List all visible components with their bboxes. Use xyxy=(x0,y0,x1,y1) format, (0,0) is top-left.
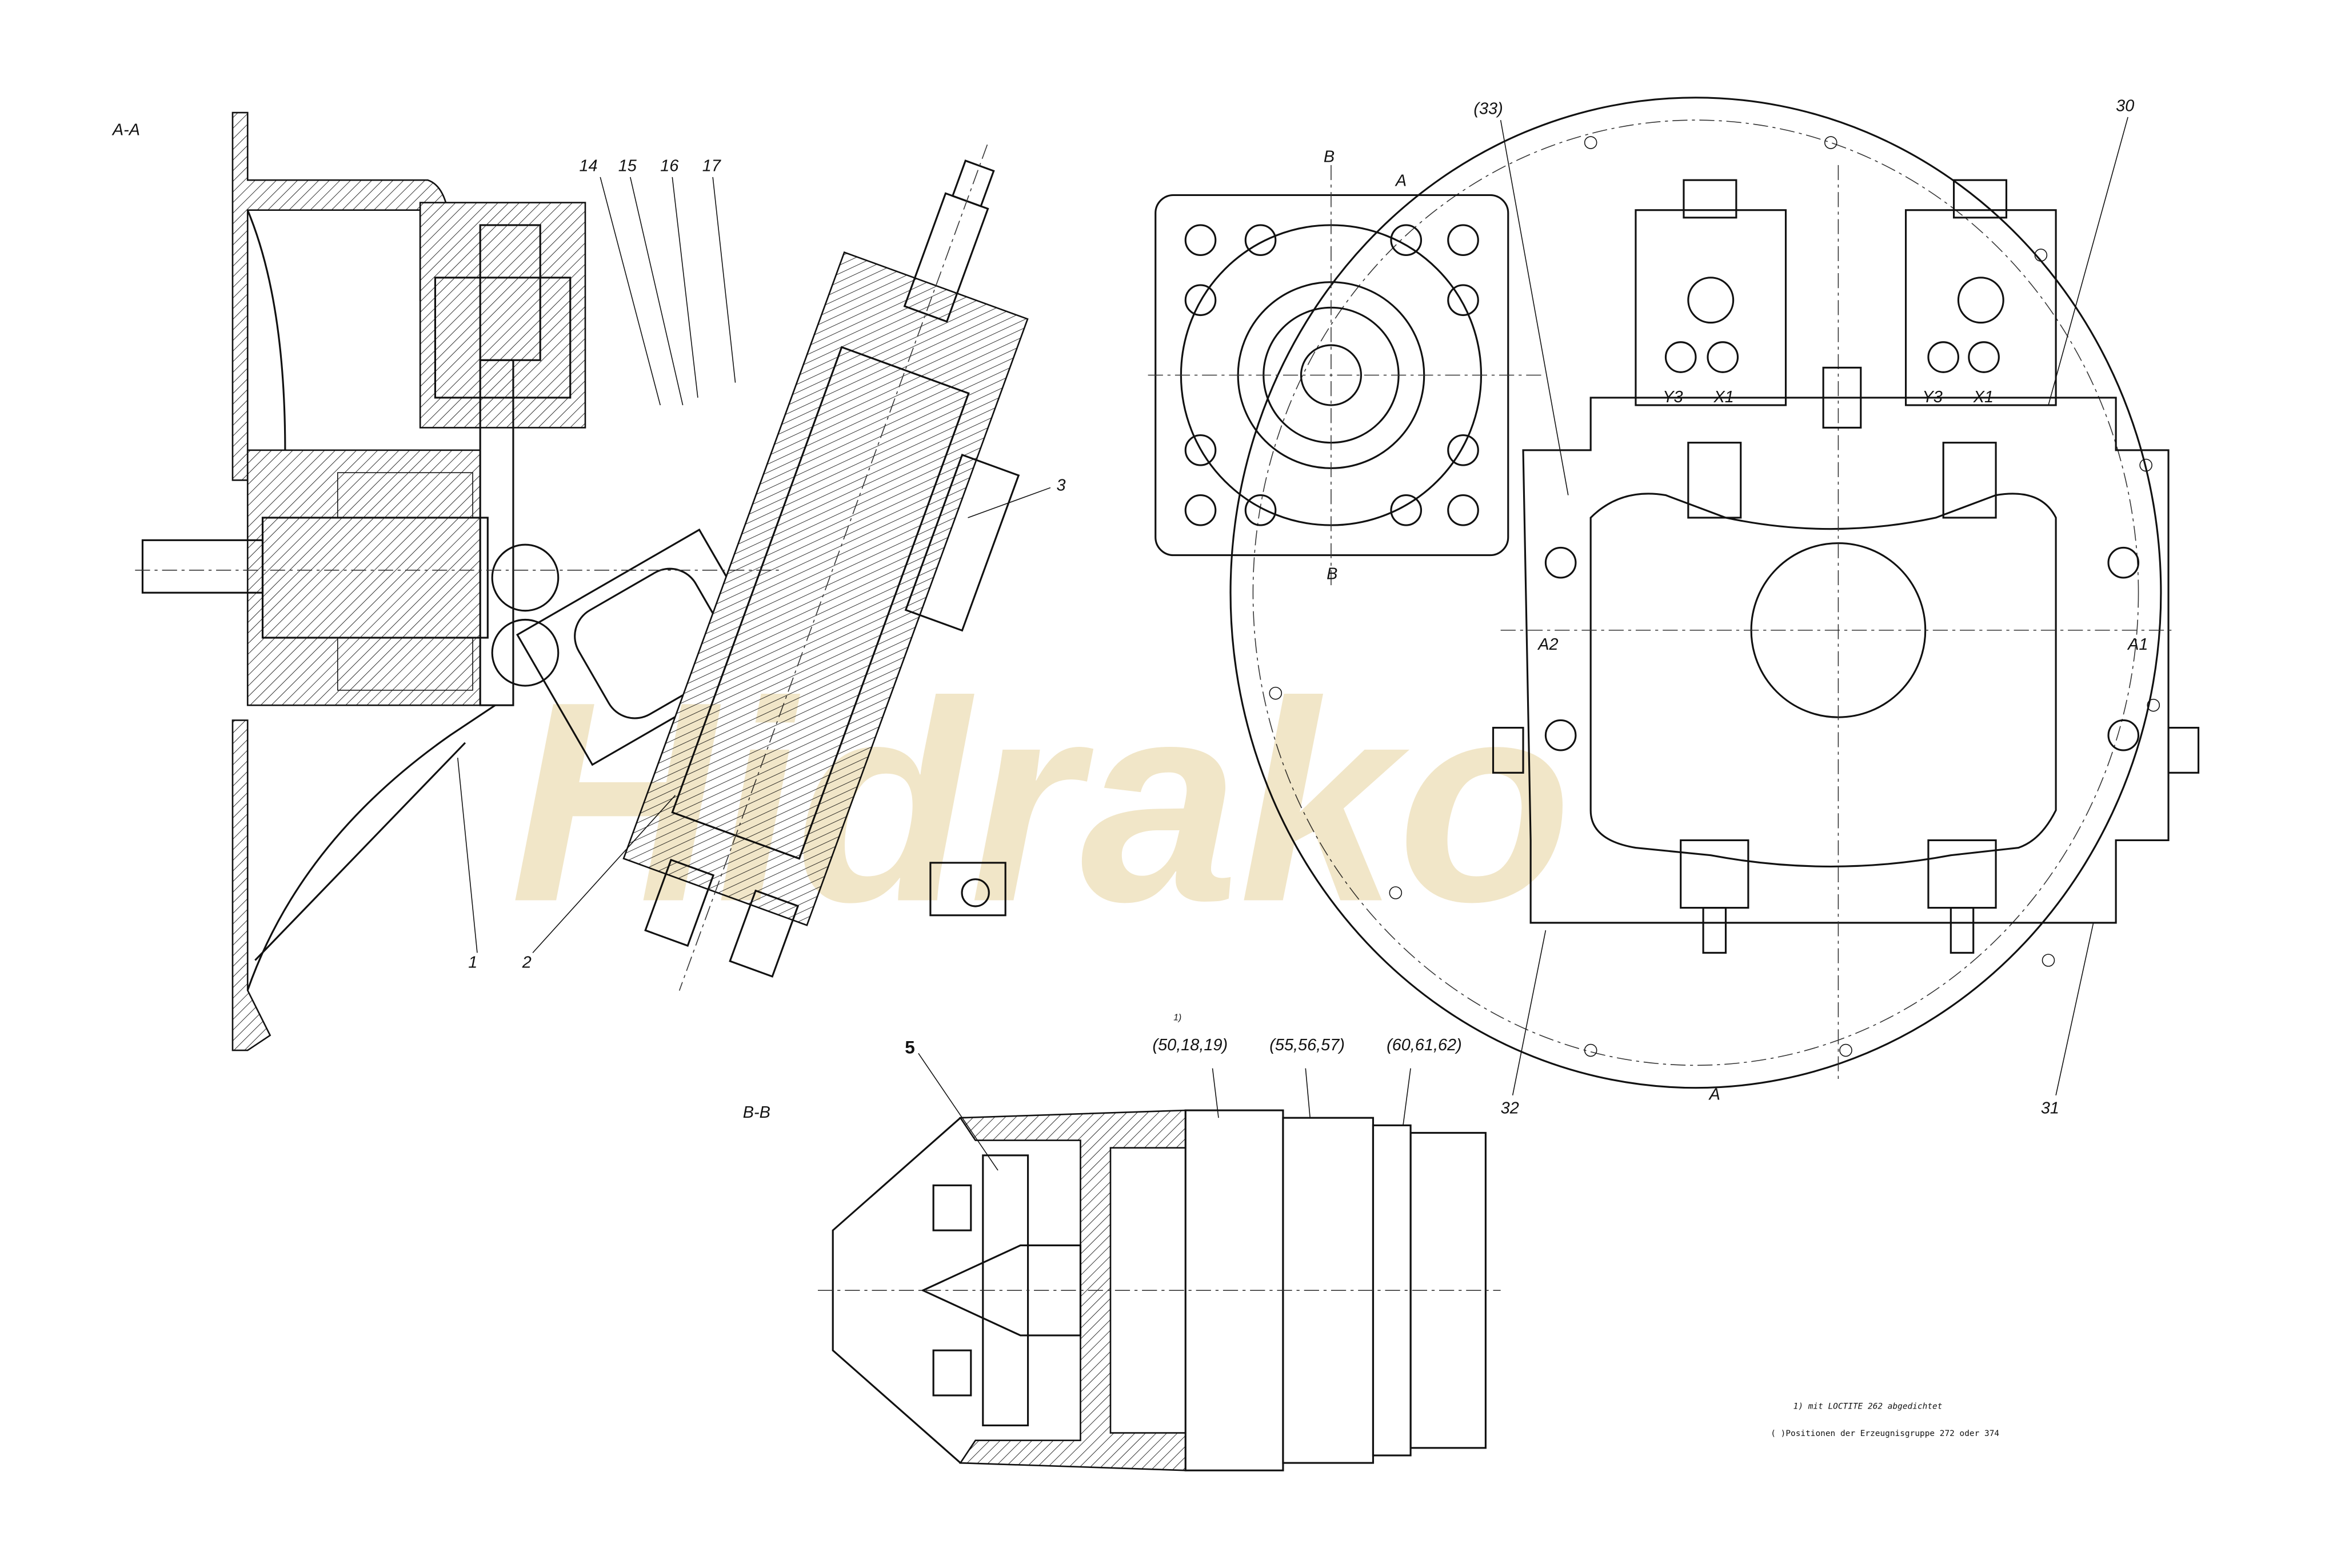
section-aa: A-A 14 xyxy=(111,111,1066,1051)
callout-5: 5 xyxy=(905,1037,915,1057)
note-positions: ( )Positionen der Erzeugnisgruppe 272 od… xyxy=(1771,1429,1999,1438)
bearing-housing xyxy=(246,449,481,706)
section-mark-a-bottom: A xyxy=(1708,1086,1720,1104)
callout-14: 14 xyxy=(579,157,597,175)
section-mark-a-top: A xyxy=(1395,172,1407,190)
callout-1: 1 xyxy=(468,954,477,972)
section-aa-title: A-A xyxy=(111,121,140,139)
section-mark-b-top: B xyxy=(1324,148,1335,166)
pump-head xyxy=(622,144,1029,991)
callout-2: 2 xyxy=(522,954,532,972)
front-view: (33) 30 32 31 B A B A A2 A1 Y3 X1 Y3 X1 xyxy=(1148,97,2200,1117)
callout-17: 17 xyxy=(702,157,721,175)
pump-body xyxy=(1522,397,2170,924)
section-bb: B-B 5 1) (50,18,19) (55,56,57) (60,61,62… xyxy=(743,1013,1501,1471)
port-a2: A2 xyxy=(1537,635,1558,654)
footnote-mark: 1) xyxy=(1173,1013,1181,1023)
control-valves xyxy=(1492,179,2200,954)
watermark: Hidrako xyxy=(510,642,1572,961)
group-label-50: (50,18,19) xyxy=(1152,1036,1228,1054)
callout-16: 16 xyxy=(660,157,679,175)
housing-outline xyxy=(246,210,496,991)
callout-32: 32 xyxy=(1501,1099,1519,1117)
port-x1-right: X1 xyxy=(1973,388,1994,406)
mounting-flange-circle xyxy=(1229,97,2162,1089)
port-x1-left: X1 xyxy=(1713,388,1733,406)
gear-housing xyxy=(419,202,586,429)
callout-15: 15 xyxy=(618,157,637,175)
group-label-60: (60,61,62) xyxy=(1387,1036,1462,1054)
port-y3-right: Y3 xyxy=(1922,388,1942,406)
callout-30: 30 xyxy=(2116,97,2134,115)
callout-3: 3 xyxy=(1056,477,1065,495)
housing-flange xyxy=(231,111,452,481)
callout-31: 31 xyxy=(2041,1099,2059,1117)
port-y3-left: Y3 xyxy=(1663,388,1683,406)
section-mark-b-bottom: B xyxy=(1327,565,1337,583)
note-loctite: 1) mit LOCTITE 262 abgedichtet xyxy=(1793,1402,1943,1411)
port-a1: A1 xyxy=(2127,635,2148,654)
group-label-55: (55,56,57) xyxy=(1269,1036,1345,1054)
callout-33: (33) xyxy=(1473,100,1503,118)
section-bb-title: B-B xyxy=(743,1103,770,1122)
